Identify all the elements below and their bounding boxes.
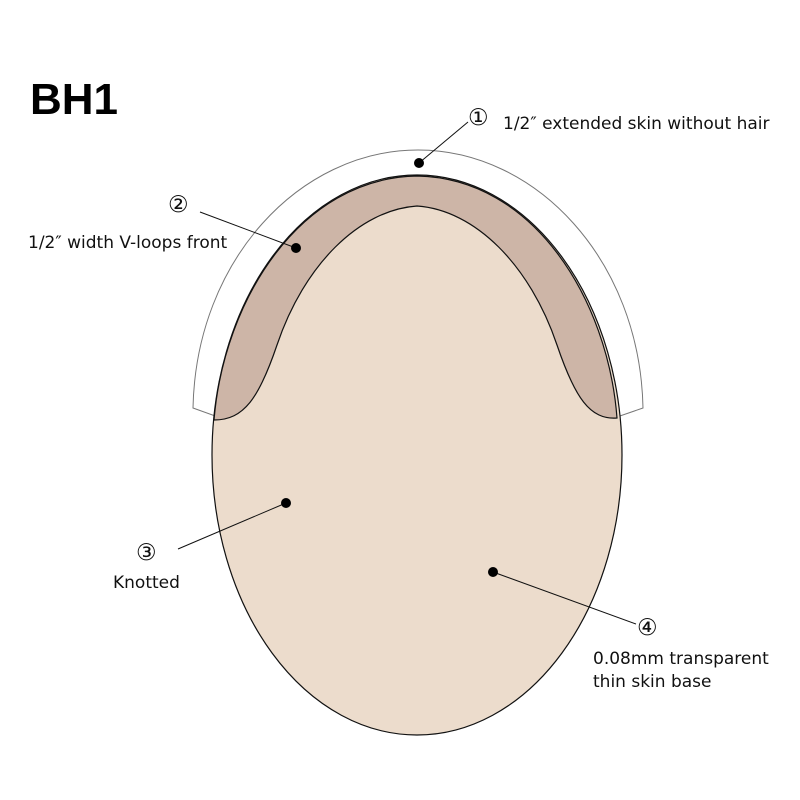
leader-line-2 <box>199 211 297 249</box>
diagram-title: BH1 <box>30 75 119 124</box>
marker-dot-4 <box>488 567 498 577</box>
marker-dot-3 <box>281 498 291 508</box>
callout-4-label-line2: thin skin base <box>593 672 712 692</box>
callout-4-label-line1: 0.08mm transparent <box>593 649 769 669</box>
callout-3-label: Knotted <box>113 573 180 593</box>
callout-1-number: ① <box>468 105 489 131</box>
callout-3-number: ③ <box>136 540 157 566</box>
leader-line-3 <box>177 502 287 550</box>
callout-4-number: ④ <box>637 615 658 641</box>
marker-dot-2 <box>291 243 301 253</box>
callout-1-label: 1/2″ extended skin without hair <box>503 114 770 134</box>
callout-2-number: ② <box>168 192 189 218</box>
base-oval <box>211 174 623 736</box>
leader-line-1 <box>418 121 469 164</box>
callout-2-label: 1/2″ width V-loops front <box>28 233 228 253</box>
leader-line-4 <box>492 571 637 625</box>
v-loops-front-band <box>213 175 618 421</box>
marker-dot-1 <box>414 158 424 168</box>
